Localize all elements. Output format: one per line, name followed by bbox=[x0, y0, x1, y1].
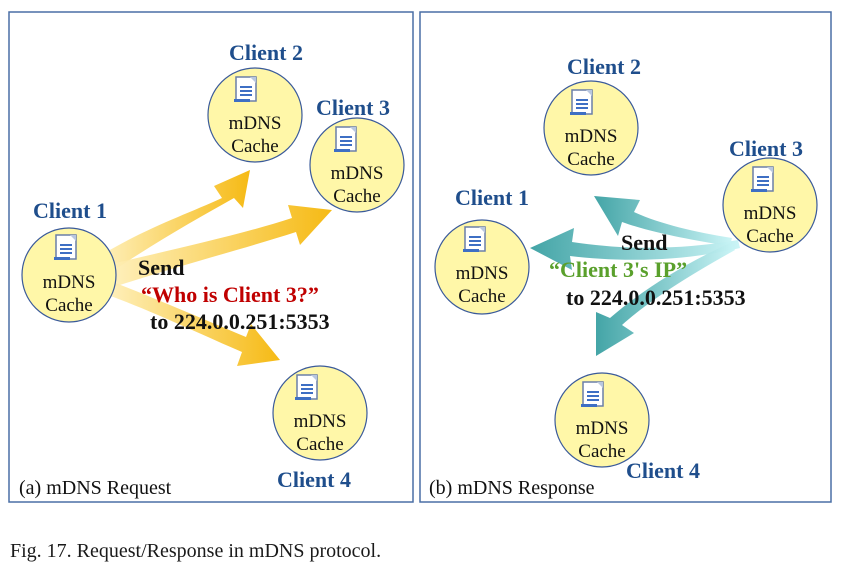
panel-b-send-label: Send bbox=[621, 230, 667, 255]
panel-a-client2-label: Client 2 bbox=[229, 40, 303, 65]
panel-a-send-label: Send bbox=[138, 255, 184, 280]
cache-document-icon bbox=[580, 381, 604, 408]
panel-b-client4-node: mDNS Cache bbox=[554, 372, 650, 468]
cache-document-icon bbox=[53, 234, 77, 261]
panel-b-client3-node: mDNS Cache bbox=[722, 157, 818, 253]
cache-document-icon bbox=[462, 226, 486, 253]
cache-line1: mDNS bbox=[744, 203, 797, 224]
panel-a-client4-label: Client 4 bbox=[277, 467, 351, 492]
panel-b-client4-label: Client 4 bbox=[626, 458, 700, 483]
panel-a-client3-label: Client 3 bbox=[316, 95, 390, 120]
panel-a-destination: to 224.0.0.251:5353 bbox=[150, 309, 330, 334]
arrow-a-to-client4 bbox=[95, 275, 280, 366]
panel-b-client2-label: Client 2 bbox=[567, 54, 641, 79]
panel-a-client1-node: mDNS Cache bbox=[21, 227, 117, 323]
cache-line2: Cache bbox=[567, 149, 614, 170]
panel-a-caption: (a) mDNS Request bbox=[19, 477, 172, 499]
panel-a-message: “Who is Client 3?” bbox=[141, 282, 319, 307]
cache-line2: Cache bbox=[296, 434, 343, 455]
cache-line2: Cache bbox=[746, 226, 793, 247]
cache-document-icon bbox=[294, 374, 318, 401]
cache-document-icon bbox=[750, 166, 774, 193]
panel-a-client3-node: mDNS Cache bbox=[309, 117, 405, 213]
panel-b-client2-node: mDNS Cache bbox=[543, 80, 639, 176]
panel-b-message: “Client 3's IP” bbox=[549, 257, 687, 282]
cache-document-icon bbox=[333, 126, 357, 153]
arrow-a-to-client3 bbox=[95, 205, 332, 290]
cache-document-icon bbox=[569, 89, 593, 116]
panel-a-frame bbox=[8, 11, 414, 503]
panel-b-caption: (b) mDNS Response bbox=[429, 477, 595, 499]
panel-b-client1-label: Client 1 bbox=[455, 185, 529, 210]
cache-line1: mDNS bbox=[331, 163, 384, 184]
cache-line1: mDNS bbox=[576, 418, 629, 439]
cache-line1: mDNS bbox=[43, 272, 96, 293]
cache-line2: Cache bbox=[231, 136, 278, 157]
panel-a-client1-label: Client 1 bbox=[33, 198, 107, 223]
arrow-a-to-client2 bbox=[90, 170, 250, 280]
cache-line1: mDNS bbox=[456, 263, 509, 284]
arrow-b-to-client2 bbox=[594, 196, 732, 246]
panel-b-client3-label: Client 3 bbox=[729, 136, 803, 161]
panel-b-destination: to 224.0.0.251:5353 bbox=[566, 285, 746, 310]
figure-caption: Fig. 17. Request/Response in mDNS protoc… bbox=[10, 540, 382, 562]
cache-line2: Cache bbox=[333, 186, 380, 207]
panel-b-arrows bbox=[530, 196, 740, 356]
panel-b-client1-node: mDNS Cache bbox=[434, 219, 530, 315]
panel-a-client2-node: mDNS Cache bbox=[207, 67, 303, 163]
panel-a-client4-node: mDNS Cache bbox=[272, 365, 368, 461]
panel-a-arrows bbox=[90, 170, 332, 366]
cache-line1: mDNS bbox=[294, 411, 347, 432]
cache-document-icon bbox=[233, 76, 257, 103]
cache-line2: Cache bbox=[578, 441, 625, 462]
cache-line2: Cache bbox=[45, 295, 92, 316]
cache-line1: mDNS bbox=[229, 113, 282, 134]
cache-line1: mDNS bbox=[565, 126, 618, 147]
arrow-b-to-client4 bbox=[596, 243, 735, 356]
arrow-b-to-client1 bbox=[530, 228, 740, 270]
panel-b-frame bbox=[419, 11, 832, 503]
cache-line2: Cache bbox=[458, 286, 505, 307]
